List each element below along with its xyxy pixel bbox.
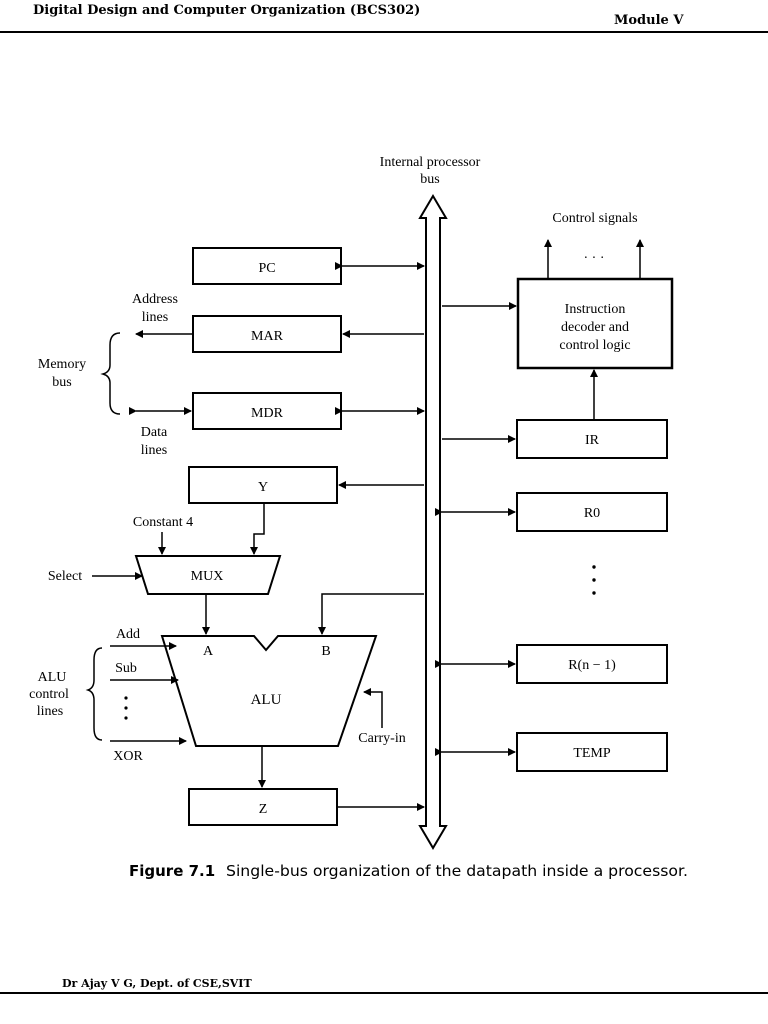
carry-in-wire xyxy=(363,688,383,728)
ir-label: IR xyxy=(585,433,600,448)
y-to-mux-wire xyxy=(250,504,265,555)
internal-bus xyxy=(418,194,448,850)
mux-label: MUX xyxy=(191,569,224,584)
alu-ctrl-label-3: lines xyxy=(37,704,63,719)
sub-label: Sub xyxy=(115,661,137,676)
mdr-label: MDR xyxy=(251,406,284,421)
pc-label: PC xyxy=(258,261,275,276)
temp-register xyxy=(516,732,668,772)
decoder-label-2: decoder and xyxy=(561,320,629,335)
r0-label: R0 xyxy=(584,506,600,521)
alu xyxy=(160,635,378,747)
alu-input-b-label: B xyxy=(321,644,330,659)
data-lines-label-1: Data xyxy=(141,425,168,440)
header-rule xyxy=(0,31,768,33)
instruction-decoder xyxy=(516,277,674,370)
figure-caption-text: Single-bus organization of the datapath … xyxy=(226,862,688,880)
alu-ops-dot-3 xyxy=(124,716,128,720)
control-signals-dots: · · · xyxy=(584,251,605,266)
y-label: Y xyxy=(258,480,268,495)
memory-bus-brace xyxy=(100,332,121,415)
bus-label-line1: Internal processor xyxy=(380,155,481,170)
bus-label-line2: bus xyxy=(420,172,439,187)
data-lines-label-2: lines xyxy=(141,443,167,458)
bus-to-alu-b-wire xyxy=(318,593,424,635)
alu-input-a-label: A xyxy=(203,644,214,659)
temp-label: TEMP xyxy=(573,746,611,761)
register-dot-3 xyxy=(592,591,596,595)
mux xyxy=(134,555,282,595)
mar-register xyxy=(192,315,342,353)
address-lines-label-1: Address xyxy=(132,292,178,307)
alu-control-brace xyxy=(85,647,103,741)
rn1-label: R(n − 1) xyxy=(568,658,616,673)
z-register xyxy=(188,788,338,826)
mar-label: MAR xyxy=(251,329,284,344)
carry-in-label: Carry-in xyxy=(358,731,405,746)
y-register xyxy=(188,466,338,504)
z-label: Z xyxy=(259,802,268,817)
header-module: Module V xyxy=(614,13,684,28)
xor-label: XOR xyxy=(113,749,143,764)
add-label: Add xyxy=(116,627,140,642)
register-dot-1 xyxy=(592,565,596,569)
alu-ctrl-label-1: ALU xyxy=(38,670,67,685)
decoder-label-3: control logic xyxy=(559,338,630,353)
address-lines-label-2: lines xyxy=(142,310,168,325)
rn1-register xyxy=(516,644,668,684)
footer-author: Dr Ajay V G, Dept. of CSE,SVIT xyxy=(62,977,252,990)
memory-bus-label-1: Memory xyxy=(38,357,86,372)
memory-bus-label-2: bus xyxy=(52,375,71,390)
register-dot-2 xyxy=(592,578,596,582)
alu-label: ALU xyxy=(251,692,282,708)
header-title: Digital Design and Computer Organization… xyxy=(33,3,421,18)
control-signals-label: Control signals xyxy=(552,211,637,226)
decoder-label-1: Instruction xyxy=(565,302,626,317)
mdr-register xyxy=(192,392,342,430)
alu-ctrl-label-2: control xyxy=(29,687,69,702)
footer-rule xyxy=(0,992,768,994)
constant4-label: Constant 4 xyxy=(133,515,193,530)
pc-register xyxy=(192,247,342,285)
ir-register xyxy=(516,419,668,459)
alu-ops-dot-1 xyxy=(124,696,128,700)
alu-ops-dot-2 xyxy=(124,706,128,710)
r0-register xyxy=(516,492,668,532)
select-label: Select xyxy=(48,569,82,584)
figure-caption-label: Figure 7.1 xyxy=(129,862,215,880)
